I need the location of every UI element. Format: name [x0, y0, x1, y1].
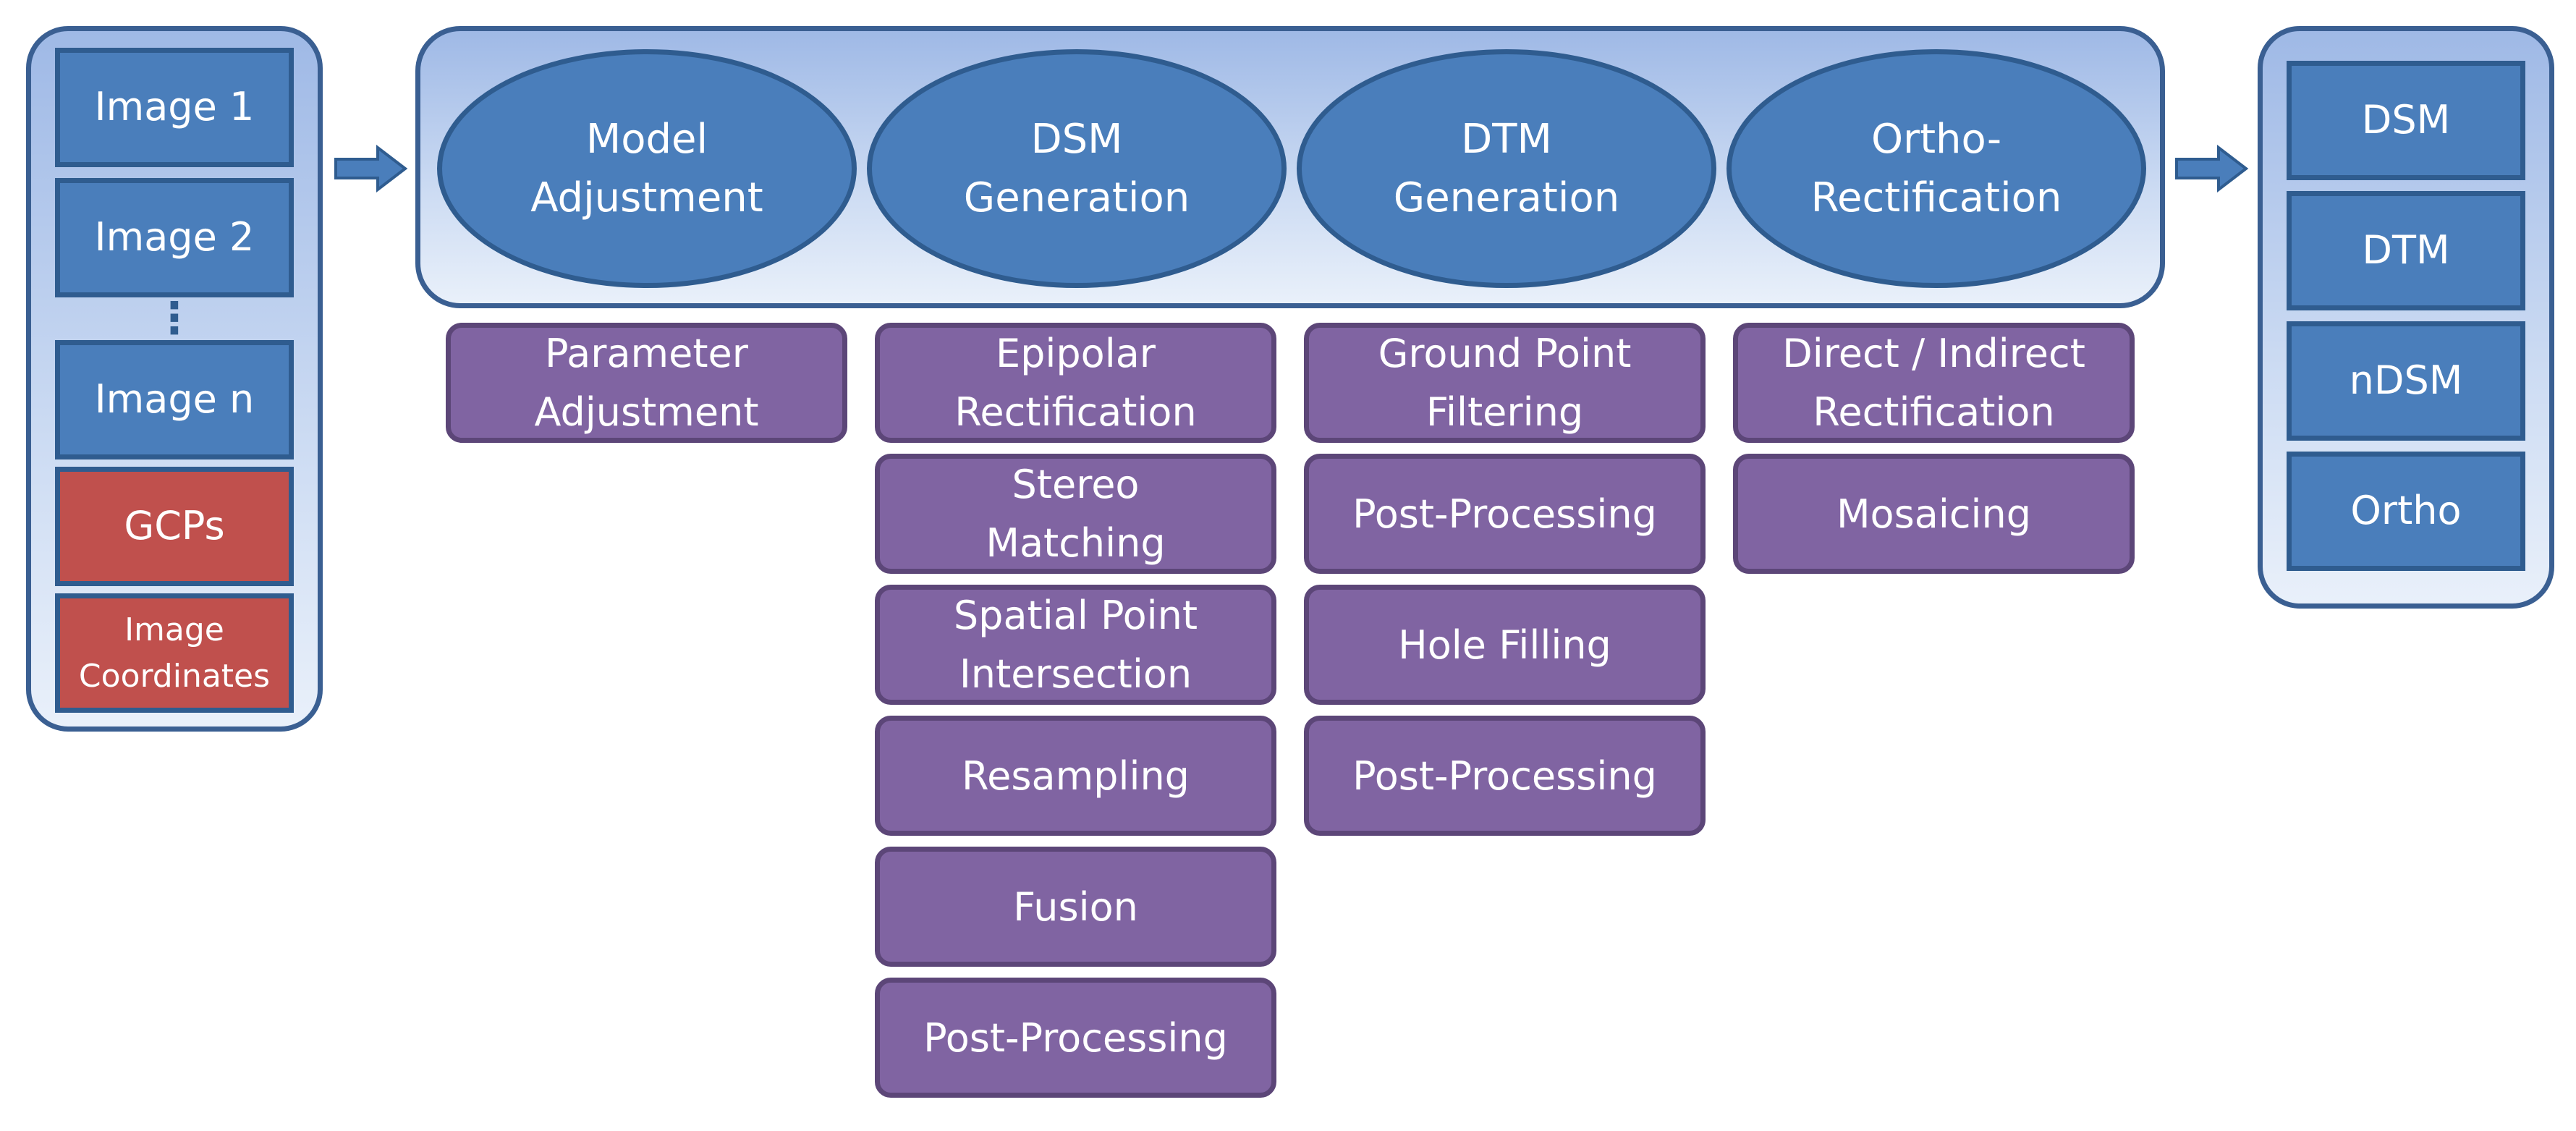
- step-stereo-matching: Stereo Matching: [875, 454, 1276, 574]
- arrow-right-icon: [2175, 145, 2249, 192]
- step-direct-indirect-rectification: Direct / Indirect Rectification: [1733, 323, 2135, 443]
- step-spatial-point-intersection: Spatial Point Intersection: [875, 585, 1276, 705]
- process-dtm-generation-label: DTM Generation: [1393, 115, 1620, 221]
- step-dtm-post-processing-2: Post-Processing: [1304, 716, 1706, 836]
- process-model-adjustment-label: Model Adjustment: [530, 115, 763, 221]
- step-hole-filling: Hole Filling: [1304, 585, 1706, 705]
- input-image-n-label: Image n: [94, 376, 255, 423]
- input-gcps-label: GCPs: [124, 503, 225, 549]
- input-image-1: Image 1: [55, 48, 294, 167]
- process-dtm-generation: DTM Generation: [1297, 49, 1716, 288]
- output-ortho-label: Ortho: [2350, 488, 2462, 534]
- step-mosaicing: Mosaicing: [1733, 454, 2135, 574]
- step-mosaicing-label: Mosaicing: [1836, 491, 2032, 537]
- input-gcps: GCPs: [55, 467, 294, 586]
- step-parameter-adjustment-label: Parameter Adjustment: [534, 331, 759, 435]
- step-dtm-post-processing-2-label: Post-Processing: [1352, 753, 1657, 799]
- output-ndsm: nDSM: [2287, 321, 2525, 441]
- step-direct-indirect-rectification-label: Direct / Indirect Rectification: [1782, 331, 2085, 435]
- step-parameter-adjustment: Parameter Adjustment: [446, 323, 847, 443]
- output-ortho: Ortho: [2287, 452, 2525, 571]
- step-hole-filling-label: Hole Filling: [1398, 622, 1611, 668]
- step-dsm-post-processing: Post-Processing: [875, 978, 1276, 1098]
- input-image-coordinates-label: Image Coordinates: [78, 611, 271, 695]
- step-ground-point-filtering-label: Ground Point Filtering: [1378, 331, 1632, 435]
- step-resampling-label: Resampling: [962, 753, 1190, 799]
- output-dtm-label: DTM: [2362, 227, 2450, 274]
- step-dsm-post-processing-label: Post-Processing: [923, 1014, 1228, 1061]
- input-image-n: Image n: [55, 340, 294, 459]
- output-ndsm-label: nDSM: [2349, 357, 2463, 404]
- process-model-adjustment: Model Adjustment: [437, 49, 857, 288]
- input-ellipsis: ⋮: [55, 297, 294, 340]
- input-image-2-label: Image 2: [94, 214, 255, 260]
- step-stereo-matching-label: Stereo Matching: [986, 462, 1166, 566]
- step-resampling: Resampling: [875, 716, 1276, 836]
- step-spatial-point-intersection-label: Spatial Point Intersection: [953, 593, 1198, 697]
- step-epipolar-rectification-label: Epipolar Rectification: [954, 331, 1197, 435]
- output-dtm: DTM: [2287, 191, 2525, 310]
- output-dsm: DSM: [2287, 61, 2525, 180]
- input-image-2: Image 2: [55, 178, 294, 297]
- process-dsm-generation-label: DSM Generation: [963, 115, 1190, 221]
- process-ortho-rectification-label: Ortho- Rectification: [1810, 115, 2062, 221]
- process-ortho-rectification: Ortho- Rectification: [1726, 49, 2146, 288]
- arrow-right-icon: [334, 145, 408, 192]
- process-dsm-generation: DSM Generation: [867, 49, 1287, 288]
- step-ground-point-filtering: Ground Point Filtering: [1304, 323, 1706, 443]
- step-epipolar-rectification: Epipolar Rectification: [875, 323, 1276, 443]
- step-dtm-post-processing-1-label: Post-Processing: [1352, 491, 1657, 537]
- output-dsm-label: DSM: [2361, 97, 2451, 143]
- step-fusion: Fusion: [875, 847, 1276, 967]
- step-dtm-post-processing-1: Post-Processing: [1304, 454, 1706, 574]
- step-fusion-label: Fusion: [1013, 884, 1138, 930]
- input-ellipsis-glyph: ⋮: [153, 293, 196, 344]
- input-image-1-label: Image 1: [94, 84, 255, 130]
- input-image-coordinates: Image Coordinates: [55, 593, 294, 713]
